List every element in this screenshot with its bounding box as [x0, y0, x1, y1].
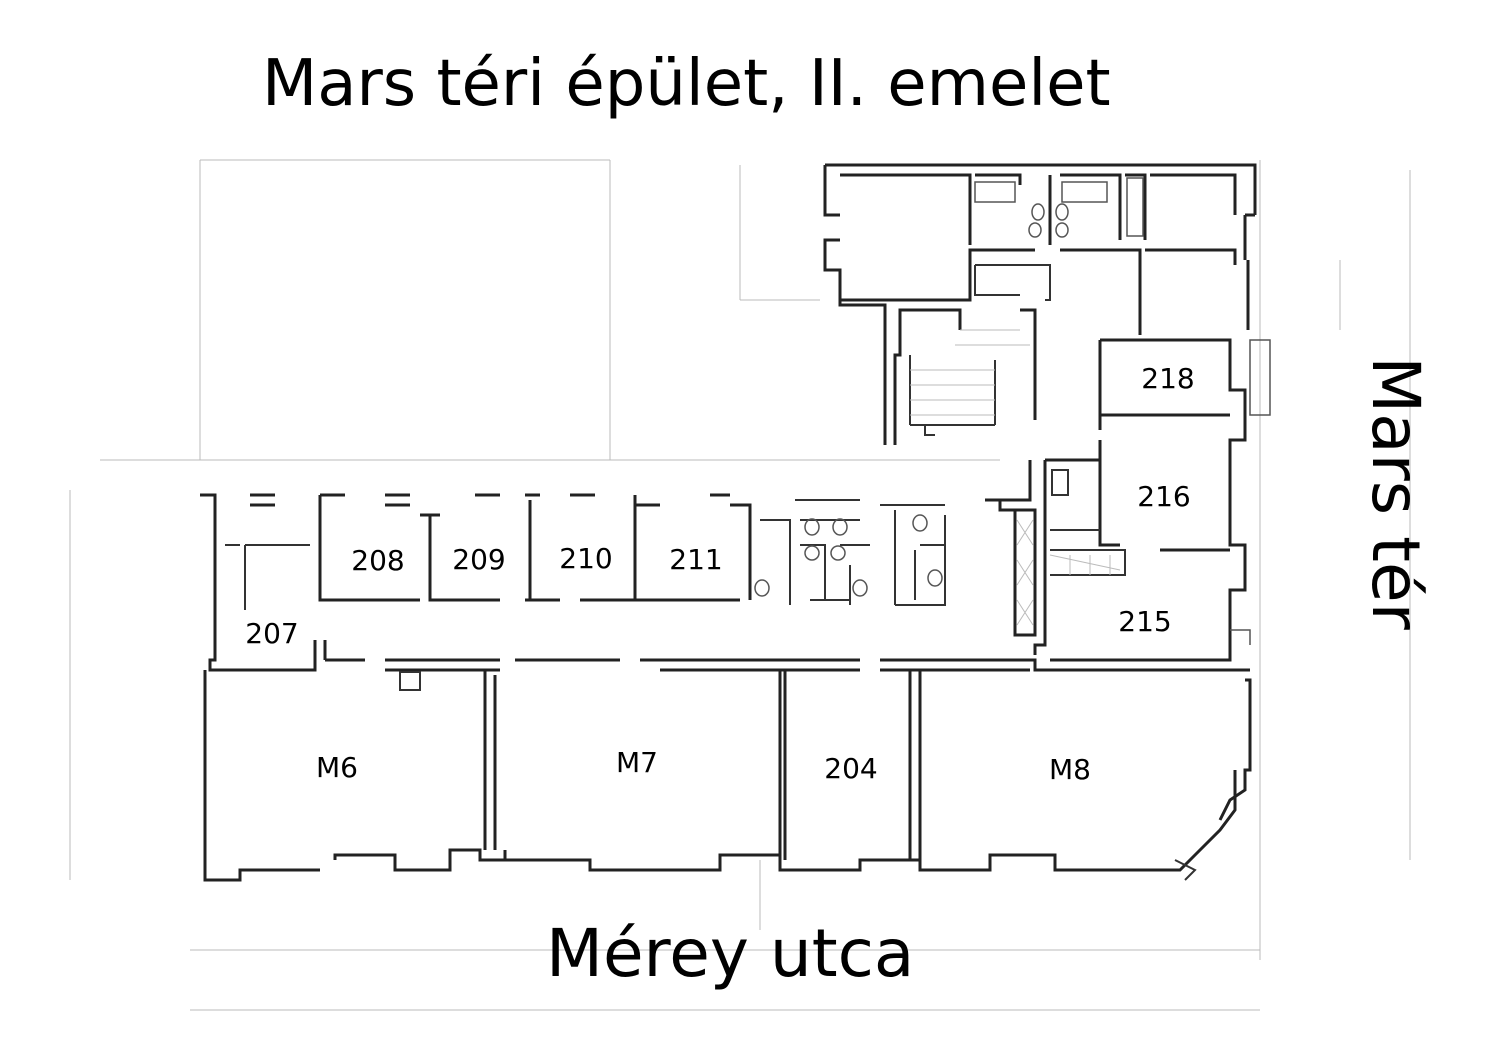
page-title: Mars téri épület, II. emelet	[262, 47, 1111, 121]
room-211: 211	[669, 543, 723, 576]
room-208: 208	[351, 544, 405, 577]
room-m6: M6	[316, 751, 358, 784]
room-m7: M7	[616, 746, 658, 779]
building-walls	[200, 163, 1271, 882]
faint-grid-lines	[69, 159, 1411, 1011]
room-209: 209	[452, 543, 506, 576]
room-m8: M8	[1049, 753, 1091, 786]
room-210: 210	[559, 542, 613, 575]
room-218: 218	[1141, 362, 1195, 395]
room-204: 204	[824, 752, 878, 785]
street-label-merey: Mérey utca	[546, 915, 915, 992]
room-216: 216	[1137, 480, 1191, 513]
room-207: 207	[245, 617, 299, 650]
room-215: 215	[1118, 605, 1172, 638]
street-label-mars-ter: Mars tér	[1357, 356, 1434, 630]
